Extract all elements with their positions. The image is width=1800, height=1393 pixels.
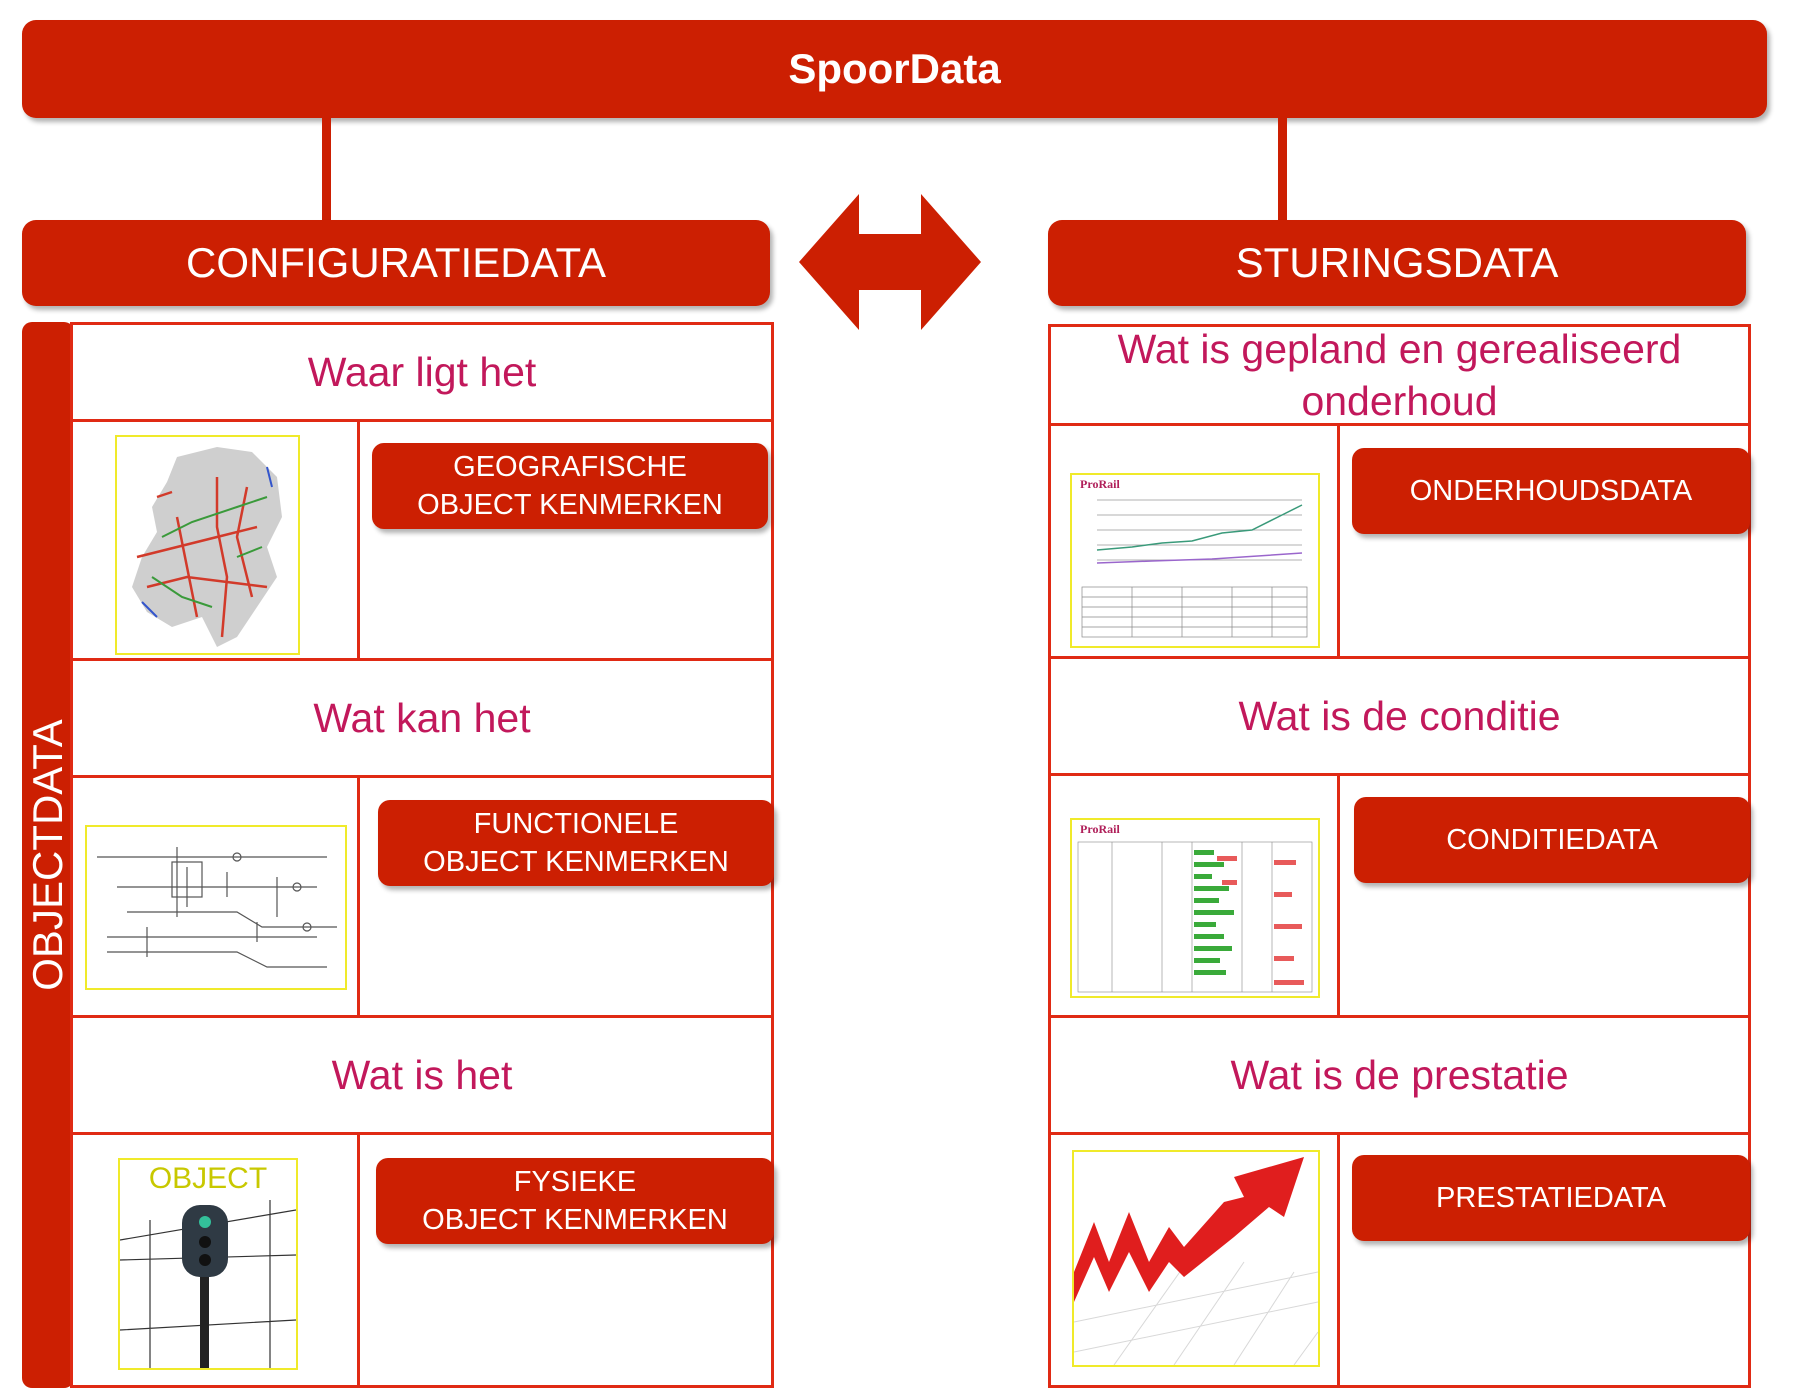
- functionele-badge: FUNCTIONELE OBJECT KENMERKEN: [378, 800, 774, 886]
- maintenance-report-thumbnail: ProRail: [1070, 473, 1320, 648]
- right-connector: [1278, 116, 1287, 224]
- question-cell-waar: Waar ligt het: [70, 322, 774, 422]
- functional-schematic-thumbnail: [85, 825, 347, 990]
- signal-photo-thumbnail: OBJECT: [118, 1158, 298, 1370]
- objectdata-label: OBJECTDATA: [22, 322, 74, 1388]
- condition-report-thumbnail: ProRail: [1070, 818, 1320, 998]
- prestatiedata-badge: PRESTATIEDATA: [1352, 1155, 1750, 1241]
- sturingsdata-header: STURINGSDATA: [1048, 220, 1746, 306]
- question-cell-conditie: Wat is de conditie: [1048, 656, 1751, 776]
- question-cell-prestatie: Wat is de prestatie: [1048, 1015, 1751, 1135]
- onderhoudsdata-badge: ONDERHOUDSDATA: [1352, 448, 1750, 534]
- geografische-badge: GEOGRAFISCHE OBJECT KENMERKEN: [372, 443, 768, 529]
- left-connector: [322, 116, 331, 224]
- question-cell-is: Wat is het: [70, 1015, 774, 1135]
- object-image-label: OBJECT: [148, 1162, 268, 1195]
- prorail-logo: ProRail: [1080, 477, 1120, 491]
- double-arrow-icon: [799, 194, 981, 330]
- prorail-logo-2: ProRail: [1080, 822, 1120, 836]
- question-cell-onderhoud: Wat is gepland en gerealiseerd onderhoud: [1048, 324, 1751, 426]
- conditiedata-badge: CONDITIEDATA: [1354, 797, 1750, 883]
- netherlands-map-thumbnail: [115, 435, 300, 655]
- fysieke-badge: FYSIEKE OBJECT KENMERKEN: [376, 1158, 774, 1244]
- title-bar: SpoorData: [22, 20, 1767, 118]
- diagram-title: SpoorData: [788, 45, 1001, 92]
- question-cell-kan: Wat kan het: [70, 658, 774, 778]
- configuratiedata-header: CONFIGURATIEDATA: [22, 220, 770, 306]
- performance-arrow-thumbnail: [1072, 1150, 1320, 1367]
